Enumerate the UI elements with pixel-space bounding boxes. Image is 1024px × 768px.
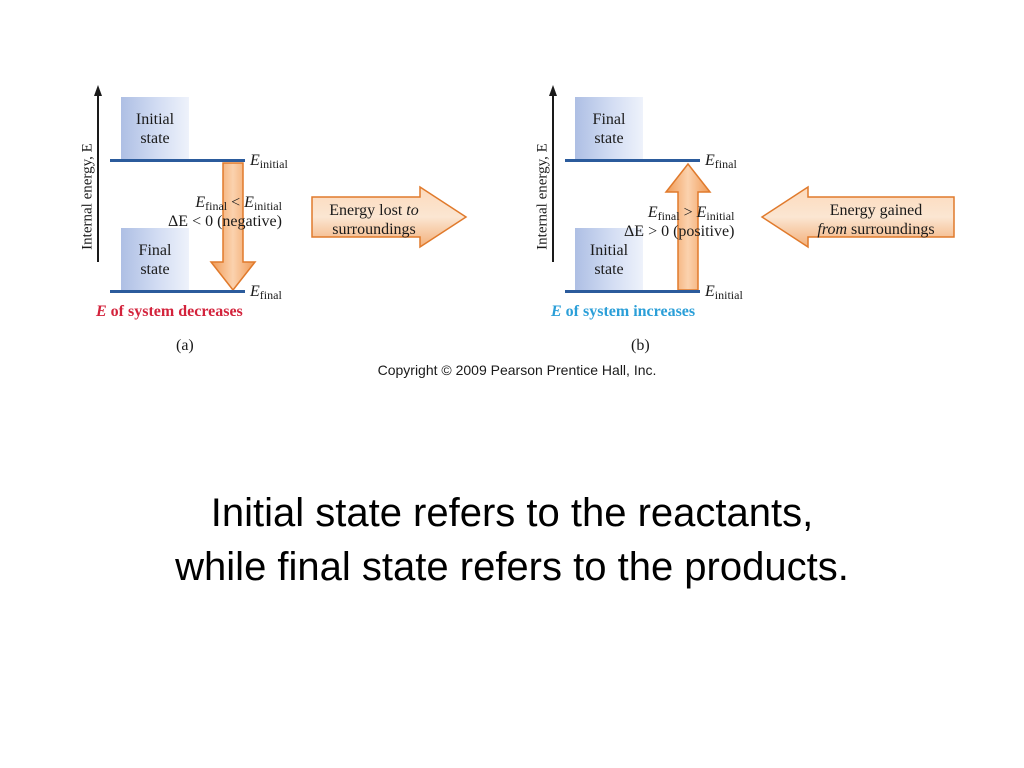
y-axis-label: Internal energy, E <box>79 143 96 250</box>
energy-condition: Efinal > Einitial ΔE > 0 (positive) <box>624 204 735 240</box>
caption-line-1: Initial state refers to the reactants, <box>210 491 814 535</box>
right-arrow-icon <box>311 185 468 249</box>
y-axis-arrow-icon <box>94 85 102 96</box>
y-axis <box>552 94 554 262</box>
caption-line-2: while final state refers to the products… <box>175 545 849 589</box>
energy-gained-label: Energy gained from surroundings <box>817 202 935 238</box>
increase-summary: E of system increases <box>551 303 696 320</box>
panel-b-label: (b) <box>631 337 650 354</box>
down-arrow-icon <box>209 162 257 292</box>
slide-caption: Initial state refers to the reactants, w… <box>0 486 1024 594</box>
up-arrow-icon <box>664 162 712 291</box>
final-energy-level <box>110 290 245 293</box>
y-axis-arrow-icon <box>549 85 557 96</box>
y-axis <box>97 94 99 262</box>
e-final-label: Efinal <box>250 283 282 302</box>
e-final-label: Efinal <box>705 152 737 171</box>
copyright-notice: Copyright © 2009 Pearson Prentice Hall, … <box>377 362 657 378</box>
final-energy-level <box>565 159 700 162</box>
decrease-summary: E of system decreases <box>96 303 243 320</box>
initial-energy-level <box>565 290 700 293</box>
e-initial-label: Einitial <box>250 152 288 171</box>
left-arrow-icon <box>760 185 955 249</box>
energy-lost-label: Energy lost to surroundings <box>329 202 419 238</box>
panel-a-label: (a) <box>176 337 194 354</box>
y-axis-label: Internal energy, E <box>534 143 551 250</box>
initial-energy-level <box>110 159 245 162</box>
e-initial-label: Einitial <box>705 283 743 302</box>
energy-condition: Efinal < Einitial ΔE < 0 (negative) <box>168 194 282 230</box>
